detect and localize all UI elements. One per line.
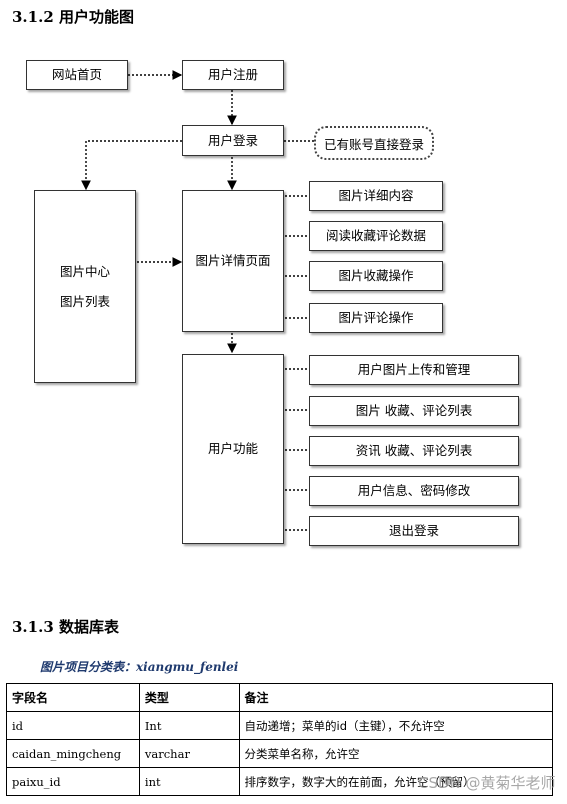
column-header: 字段名 <box>6 683 140 712</box>
table-caption: 图片项目分类表：xiangmu_fenlei <box>40 660 239 674</box>
node-detail-item: 图片详细内容 <box>309 181 443 211</box>
table-header-row: 字段名 类型 备注 <box>6 683 554 712</box>
table-cell-type: varchar <box>138 739 240 768</box>
node-details-label: 图片详情页面 <box>195 253 271 269</box>
node-function-item: 用户信息、密码修改 <box>309 476 519 506</box>
function-item-label: 图片 收藏、评论列表 <box>355 403 473 419</box>
node-function-item: 图片 收藏、评论列表 <box>309 396 519 426</box>
function-item-label: 退出登录 <box>388 523 439 539</box>
table-cell-note: 排序数字，数字大的在前面，允许空（预留） <box>238 767 554 796</box>
cloud-note-label: 已有账号直接登录 <box>323 136 424 152</box>
function-item-label: 用户图片上传和管理 <box>357 362 471 378</box>
node-home-label: 网站首页 <box>51 67 102 83</box>
function-item-label: 资讯 收藏、评论列表 <box>355 443 473 459</box>
table-cell-note: 分类菜单名称，允许空 <box>238 739 554 768</box>
node-login: 用户登录 <box>182 125 284 156</box>
section-heading-user-functions: 3.1.2 用户功能图 <box>12 8 134 26</box>
node-function-item: 用户图片上传和管理 <box>309 355 519 385</box>
table-cell-field: paixu_id <box>6 767 140 796</box>
node-center-line1: 图片中心 <box>59 264 110 279</box>
table-cell-field: id <box>6 711 140 740</box>
watermark: CSDN @黄菊华老师 <box>418 774 556 792</box>
table-cell-field: caidan_mingcheng <box>6 739 140 768</box>
table-row: caidan_mingcheng varchar 分类菜单名称，允许空 <box>6 739 554 768</box>
node-function-item: 资讯 收藏、评论列表 <box>309 436 519 466</box>
detail-item-label: 图片收藏操作 <box>338 268 414 284</box>
cloud-note: 已有账号直接登录 <box>314 126 434 160</box>
node-detail-item: 图片评论操作 <box>309 303 443 333</box>
detail-item-label: 图片详细内容 <box>338 188 414 204</box>
node-register: 用户注册 <box>182 60 284 90</box>
table-row: id Int 自动递增；菜单的id（主键），不允许空 <box>6 711 554 740</box>
node-picture-center: 图片中心 图片列表 <box>34 190 136 383</box>
database-table: 字段名 类型 备注 id Int 自动递增；菜单的id（主键），不允许空 cai… <box>6 683 554 796</box>
table-cell-note: 自动递增；菜单的id（主键），不允许空 <box>238 711 554 740</box>
node-details-page: 图片详情页面 <box>182 190 284 332</box>
node-login-label: 用户登录 <box>207 132 258 148</box>
detail-item-label: 图片评论操作 <box>338 310 414 326</box>
node-function-item: 退出登录 <box>309 516 519 546</box>
section-heading-database: 3.1.3 数据库表 <box>12 618 119 636</box>
node-home: 网站首页 <box>26 60 128 90</box>
node-user-functions: 用户功能 <box>182 354 284 544</box>
column-header: 类型 <box>138 683 240 712</box>
node-center-line2: 图片列表 <box>59 293 110 309</box>
column-header: 备注 <box>238 683 554 712</box>
node-register-label: 用户注册 <box>207 67 258 83</box>
node-detail-item: 阅读收藏评论数据 <box>309 221 443 251</box>
node-detail-item: 图片收藏操作 <box>309 261 443 291</box>
arrow-login-to-center <box>81 140 182 191</box>
function-item-label: 用户信息、密码修改 <box>357 483 471 499</box>
table-cell-type: Int <box>138 711 240 740</box>
diagram-connectors <box>81 70 314 531</box>
table-row: paixu_id int 排序数字，数字大的在前面，允许空（预留） <box>6 767 554 796</box>
detail-item-label: 阅读收藏评论数据 <box>325 228 426 244</box>
table-cell-type: int <box>138 767 240 796</box>
node-user-functions-label: 用户功能 <box>207 441 258 457</box>
